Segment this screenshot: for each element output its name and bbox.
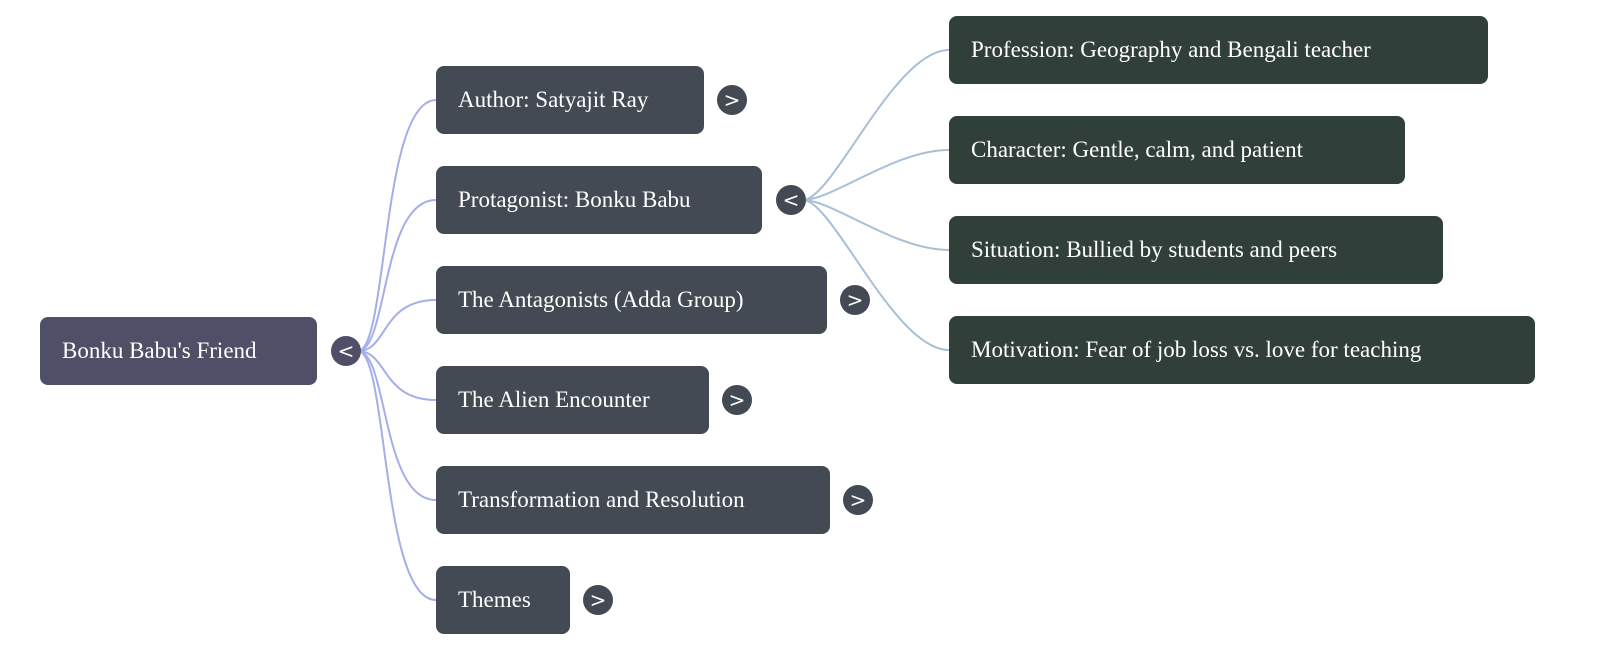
root-connector-2 — [357, 299, 437, 352]
branch-node-transformation[interactable]: Transformation and Resolution — [436, 466, 830, 534]
root-collapse-icon[interactable]: < — [331, 336, 361, 366]
leaf-node-character[interactable]: Character: Gentle, calm, and patient — [949, 116, 1405, 184]
branch-node-antagonists[interactable]: The Antagonists (Adda Group) — [436, 266, 827, 334]
protagonist-connector-3 — [802, 199, 950, 351]
expand-icon-transformation[interactable]: > — [843, 485, 873, 515]
root-connector-0 — [357, 99, 437, 352]
expand-icon-antagonists[interactable]: > — [840, 285, 870, 315]
root-connector-5 — [357, 350, 437, 601]
root-node[interactable]: Bonku Babu's Friend — [40, 317, 317, 385]
branch-node-author[interactable]: Author: Satyajit Ray — [436, 66, 704, 134]
leaf-node-motivation[interactable]: Motivation: Fear of job loss vs. love fo… — [949, 316, 1535, 384]
expand-icon-alien-encounter[interactable]: > — [722, 385, 752, 415]
protagonist-connector-2 — [802, 199, 950, 251]
expand-icon-themes[interactable]: > — [583, 585, 613, 615]
branch-node-protagonist[interactable]: Protagonist: Bonku Babu — [436, 166, 762, 234]
root-connector-1 — [357, 199, 437, 352]
branch-node-themes[interactable]: Themes — [436, 566, 570, 634]
collapse-icon-protagonist[interactable]: < — [776, 185, 806, 215]
root-connector-4 — [357, 350, 437, 501]
protagonist-connector-0 — [802, 49, 950, 201]
leaf-node-profession[interactable]: Profession: Geography and Bengali teache… — [949, 16, 1488, 84]
leaf-node-situation[interactable]: Situation: Bullied by students and peers — [949, 216, 1443, 284]
root-connector-3 — [357, 350, 437, 401]
expand-icon-author[interactable]: > — [717, 85, 747, 115]
branch-node-alien-encounter[interactable]: The Alien Encounter — [436, 366, 709, 434]
protagonist-connector-1 — [802, 149, 950, 201]
